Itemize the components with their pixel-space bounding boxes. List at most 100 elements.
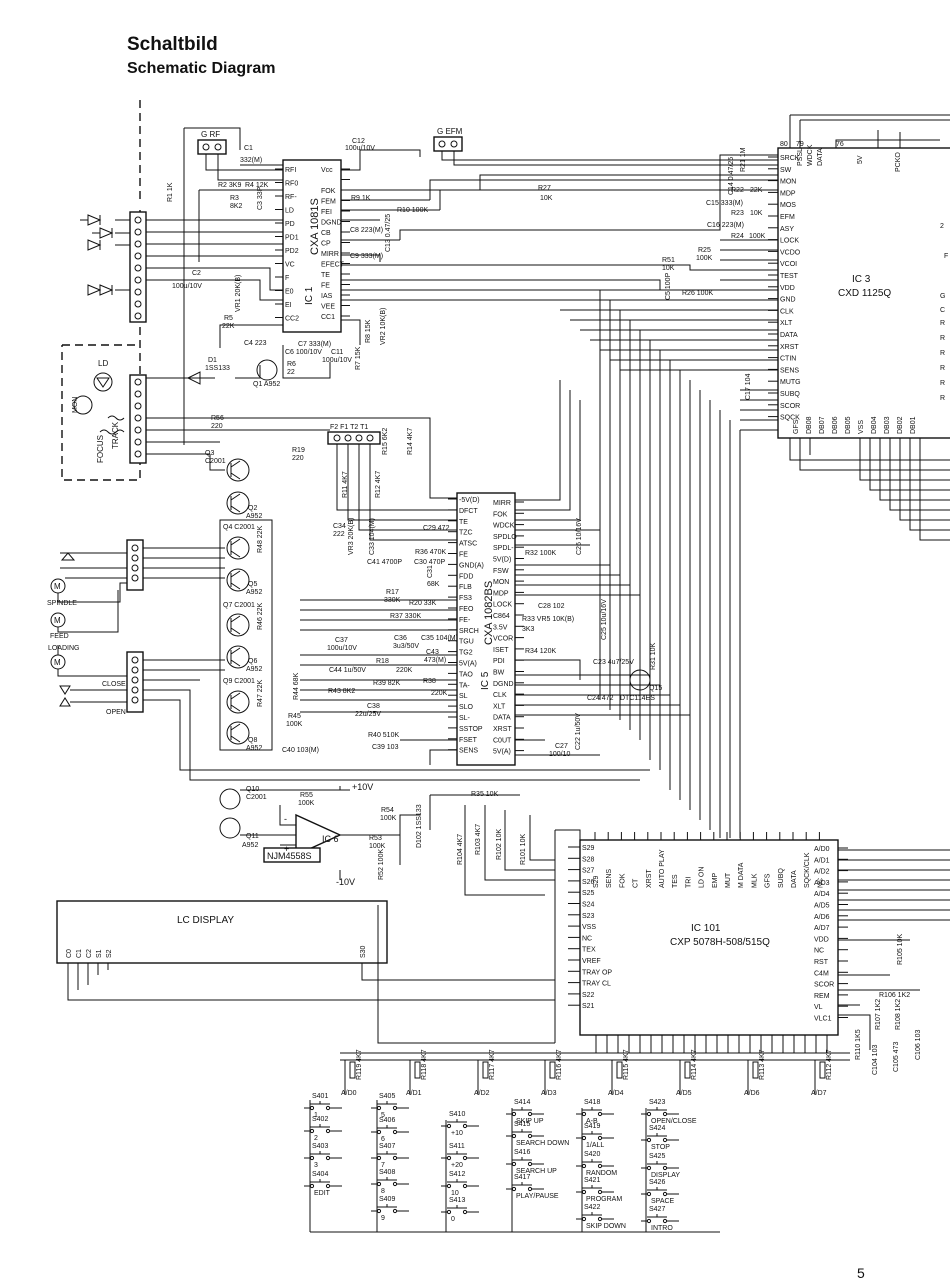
ic3-pin-b1: GFS xyxy=(793,419,800,434)
ic5-pin-r11: C864 xyxy=(493,613,510,620)
key-label: 3 xyxy=(314,1162,318,1169)
svg-text:R: R xyxy=(940,380,945,387)
rail-minus-10v: -10V xyxy=(336,877,355,887)
ic5-pin-r14: ISET xyxy=(493,647,509,654)
ic5-pin-r18: CLK xyxy=(493,692,507,699)
key-label: PLAY/PAUSE xyxy=(516,1193,559,1200)
ic101-pin-r8: A/D7 xyxy=(814,925,830,932)
svg-text:Q4 C2001: Q4 C2001 xyxy=(223,524,255,531)
ic1-pin-11: EI xyxy=(285,302,292,309)
key-matrix-switches: S4011S4022S4033S404EDITS4055S4066S4077S4… xyxy=(304,1093,720,1233)
key-ref: S426 xyxy=(649,1179,665,1186)
ic5-cxa1082bs: CXA 1082BS IC 5 xyxy=(456,492,516,766)
ic101-cxp5078h: IC 101 CXP 5078H-508/515Q xyxy=(579,839,839,1036)
ic5-pin-11: FEO xyxy=(459,606,474,613)
ic101-pin-t10: EMP xyxy=(712,873,719,889)
svg-text:R107 1K2: R107 1K2 xyxy=(875,999,882,1030)
svg-text:R34 120K: R34 120K xyxy=(525,648,556,655)
svg-text:C2001: C2001 xyxy=(246,794,267,801)
driver-transistor xyxy=(226,491,250,515)
svg-text:VR3 20K(B): VR3 20K(B) xyxy=(348,518,355,555)
svg-text:R: R xyxy=(940,395,945,402)
ic3-pin-4: MDP xyxy=(780,190,796,197)
key-ref: S412 xyxy=(449,1171,465,1178)
ic6-njm4558s: IC 6 NJM4558S - + xyxy=(263,813,342,863)
svg-text:R40 510K: R40 510K xyxy=(368,732,399,739)
driver-transistor xyxy=(226,690,250,714)
ic1-pin-r7: CB xyxy=(321,230,331,237)
svg-text:100K: 100K xyxy=(380,815,397,822)
driver-transistor xyxy=(226,568,250,592)
ic101-pin-t15: SUBQ xyxy=(778,868,785,888)
ic3-pin-8: LOCK xyxy=(780,238,799,245)
key-label: SKIP DOWN xyxy=(586,1223,626,1230)
ic3-cxd1125q: IC 3 CXD 1125Q xyxy=(777,147,950,439)
key-ref: S421 xyxy=(584,1177,600,1184)
svg-text:R53: R53 xyxy=(369,835,382,842)
svg-text:C17 104: C17 104 xyxy=(745,373,752,400)
ic101-pin-t4: CT xyxy=(633,878,640,888)
svg-text:10K: 10K xyxy=(750,210,763,217)
svg-text:R: R xyxy=(940,335,945,342)
key-label: SKIP UP xyxy=(516,1118,544,1125)
pickup-connector-2 xyxy=(129,374,147,464)
transistor-q10-q11 xyxy=(219,788,241,839)
ic5-pin-19: SL xyxy=(459,693,468,700)
svg-text:C3 33P: C3 33P xyxy=(257,186,264,210)
svg-text:C11: C11 xyxy=(331,349,343,356)
key-label: 5 xyxy=(381,1112,385,1119)
ic1-pin-r10: EFECT xyxy=(321,262,345,269)
svg-text:R108 1K2: R108 1K2 xyxy=(895,999,902,1030)
svg-text:100K: 100K xyxy=(749,233,766,240)
svg-text:R25: R25 xyxy=(698,247,711,254)
ic5-pin-13: SRCH xyxy=(459,628,479,635)
key-ref: S418 xyxy=(584,1099,600,1106)
svg-text:Q2: Q2 xyxy=(248,505,257,512)
display-pin-c0: C0 xyxy=(66,949,73,958)
ic3-pin-21: SUBQ xyxy=(780,391,800,398)
loading-motor: M LOADING xyxy=(48,645,80,670)
svg-text:M: M xyxy=(54,616,61,625)
svg-text:C25 10u/16V: C25 10u/16V xyxy=(601,599,608,640)
page-number: 5 xyxy=(857,1265,865,1281)
ic1-right-pins: VccFOKFEMFEIDGNDCBCPMIRREFECTTEFEIASVEEC… xyxy=(321,167,350,321)
ic5-pin-18: TA- xyxy=(459,682,470,689)
ic3-pin-b2: DB08 xyxy=(806,416,813,434)
svg-text:R23: R23 xyxy=(731,210,744,217)
ic5-pin-r7: FSW xyxy=(493,568,509,575)
ic3-pin-22: SCOR xyxy=(780,403,800,410)
svg-text:R44 68K: R44 68K xyxy=(293,672,300,700)
svg-text:100K: 100K xyxy=(369,843,386,850)
svg-text:R104 4K7: R104 4K7 xyxy=(457,834,464,865)
page-title: Schaltbild xyxy=(127,34,218,55)
svg-text:220K: 220K xyxy=(431,690,448,697)
svg-text:3u3/50V: 3u3/50V xyxy=(393,643,419,650)
rail-plus-10v: +10V xyxy=(352,782,373,792)
svg-text:G EFM: G EFM xyxy=(437,127,463,136)
svg-text:Q5: Q5 xyxy=(248,581,257,588)
ic5-pin-r3: WDCK xyxy=(493,523,515,530)
lc-display: LC DISPLAY xyxy=(56,900,388,964)
svg-text:C30 470P: C30 470P xyxy=(414,559,445,566)
ic3-pin-7: ASY xyxy=(780,226,794,233)
connector-focus-track: F2 F1 T2 T1 xyxy=(327,424,381,445)
svg-text:C26 10/16V: C26 10/16V xyxy=(576,518,583,555)
ic1-pin-r13: IAS xyxy=(321,293,333,300)
ic3-pin-13: GND xyxy=(780,297,796,304)
ic3-pin-18: CTIN xyxy=(780,356,796,363)
ic1-pin-6: PD1 xyxy=(285,235,299,242)
svg-text:DTC114ES: DTC114ES xyxy=(620,695,655,702)
display-pin-c1: C1 xyxy=(76,949,83,958)
ic3-pin-b3: DB07 xyxy=(819,416,826,434)
key-column-ad7: A/D7 xyxy=(811,1090,827,1097)
svg-text:R31 10K: R31 10K xyxy=(650,642,657,670)
svg-text:R4 12K: R4 12K xyxy=(245,182,269,189)
key-ref: S422 xyxy=(584,1204,600,1211)
key-ref: S408 xyxy=(379,1169,395,1176)
